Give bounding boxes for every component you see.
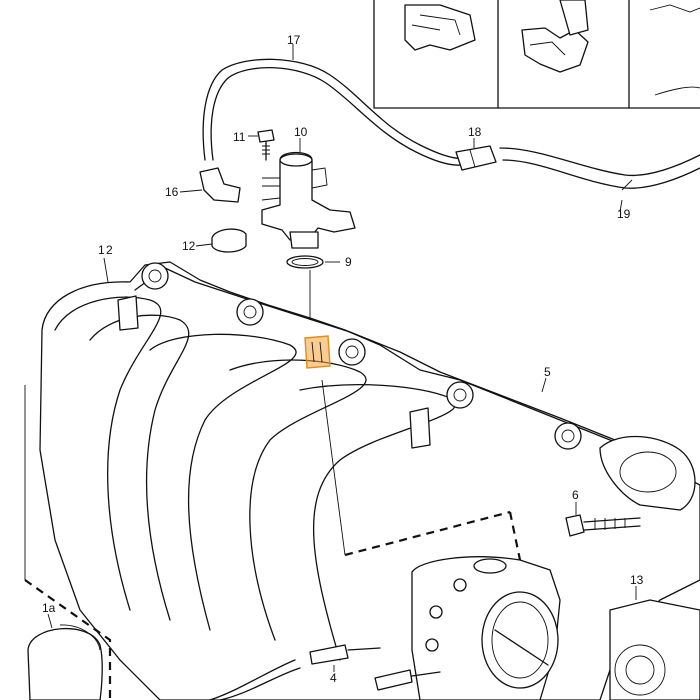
label-2: 2 (106, 243, 113, 257)
label-19: 19 (617, 207, 631, 221)
label-16: 16 (165, 185, 179, 199)
hose-19 (499, 147, 700, 189)
screw-11 (257, 129, 275, 161)
label-4: 4 (330, 671, 337, 685)
o-ring-9 (286, 255, 324, 269)
label-1: 1 (98, 243, 105, 257)
valve-10 (261, 151, 356, 249)
label-1a: 1a (42, 601, 56, 615)
label-5: 5 (544, 365, 551, 379)
cap-1a (27, 624, 103, 700)
connector-18 (455, 145, 497, 171)
label-leaders (47, 44, 637, 672)
label-18: 18 (468, 125, 482, 139)
highlight-marker (304, 335, 331, 369)
label-6: 6 (572, 488, 579, 502)
throttle-dashed-outline (24, 510, 522, 700)
vacuum-hose-17 (202, 58, 466, 166)
sensor-13 (609, 599, 700, 700)
label-10: 10 (294, 125, 308, 139)
label-13: 13 (630, 573, 644, 587)
fittings-4 (209, 644, 441, 700)
label-11: 11 (233, 130, 246, 144)
detail-inset (373, 0, 700, 109)
leader-guide (24, 270, 346, 580)
throttle-body (411, 556, 561, 700)
bolt-6 (565, 514, 641, 537)
intake-manifold-body (39, 261, 700, 700)
plug-12 (211, 228, 247, 253)
label-17: 17 (287, 33, 301, 47)
elbow-16 (199, 167, 241, 203)
label-9: 9 (345, 255, 352, 269)
label-12: 12 (182, 239, 196, 253)
